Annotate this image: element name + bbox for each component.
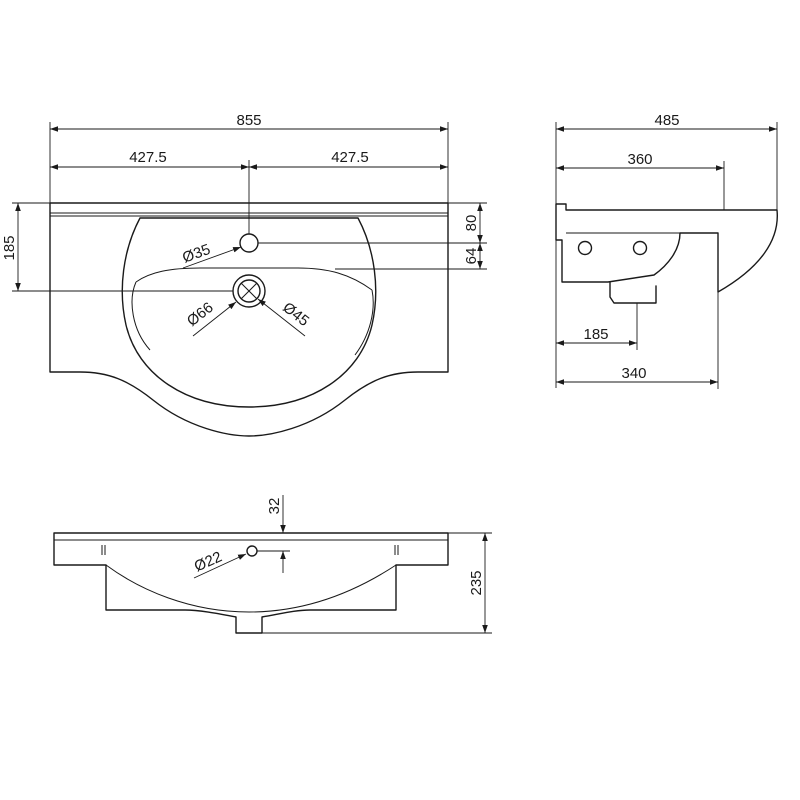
leader-45 [257, 298, 306, 337]
label-427-left: 427.5 [129, 149, 167, 166]
side-hole-1 [577, 240, 593, 256]
label-855: 855 [236, 112, 261, 129]
bowl-outline [121, 217, 377, 408]
side-view: 485 360 185 340 [555, 112, 778, 389]
label-dia-45: Ø45 [279, 299, 312, 330]
waste-cross-2 [240, 282, 258, 300]
bowl-inner-curve [131, 281, 374, 356]
waste-inner [237, 279, 261, 303]
label-dia-35: Ø35 [180, 241, 212, 267]
leader-22 [193, 553, 247, 579]
overflow-hole [246, 545, 258, 557]
top-view-outline [49, 202, 449, 437]
label-32: 32 [266, 498, 283, 515]
label-360: 360 [627, 151, 652, 168]
label-427-right: 427.5 [331, 149, 369, 166]
label-340: 340 [621, 365, 646, 382]
side-view-outline [555, 203, 778, 293]
side-waste [609, 281, 657, 304]
front-bowl-curve [105, 564, 397, 613]
front-view-outline [53, 532, 449, 634]
leader-66 [192, 301, 237, 337]
label-485: 485 [654, 112, 679, 129]
side-hole-2 [632, 240, 648, 256]
label-235: 235 [468, 570, 485, 595]
label-80: 80 [463, 215, 480, 232]
label-185-side: 185 [583, 326, 608, 343]
bowl-inner-shelf [135, 267, 373, 291]
label-64: 64 [463, 248, 480, 265]
tap-hole [239, 233, 259, 253]
top-view: 855 427.5 427.5 185 80 64 Ø35 Ø66 Ø45 [1, 112, 487, 437]
label-dia-66: Ø66 [184, 299, 217, 330]
label-185-left: 185 [1, 235, 18, 260]
leader-35 [182, 246, 242, 269]
front-view: 32 Ø22 235 [53, 495, 492, 634]
